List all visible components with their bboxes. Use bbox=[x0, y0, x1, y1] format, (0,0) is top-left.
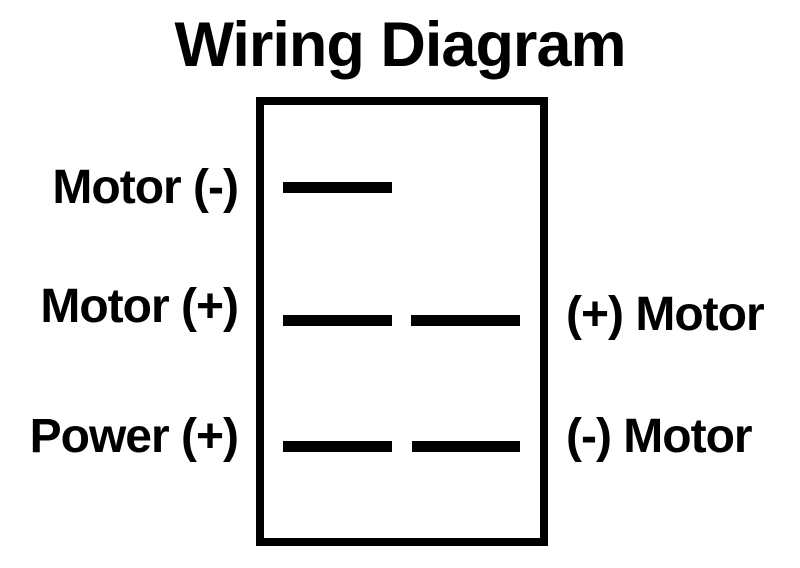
label-motor-negative: Motor (-) bbox=[52, 161, 239, 214]
terminal-bar-row2-left bbox=[283, 315, 392, 326]
label-output-motor-negative: (-) Motor bbox=[566, 410, 753, 463]
terminal-bar-row3-right bbox=[412, 441, 520, 452]
label-power-positive: Power (+) bbox=[29, 410, 239, 463]
terminal-bar-row3-left bbox=[283, 441, 392, 452]
label-motor-positive: Motor (+) bbox=[40, 280, 239, 333]
label-output-motor-positive: (+) Motor bbox=[566, 288, 765, 341]
terminal-bar-row2-right bbox=[411, 315, 520, 326]
terminal-bar-row1-left bbox=[283, 182, 392, 193]
diagram-title: Wiring Diagram bbox=[174, 10, 627, 80]
